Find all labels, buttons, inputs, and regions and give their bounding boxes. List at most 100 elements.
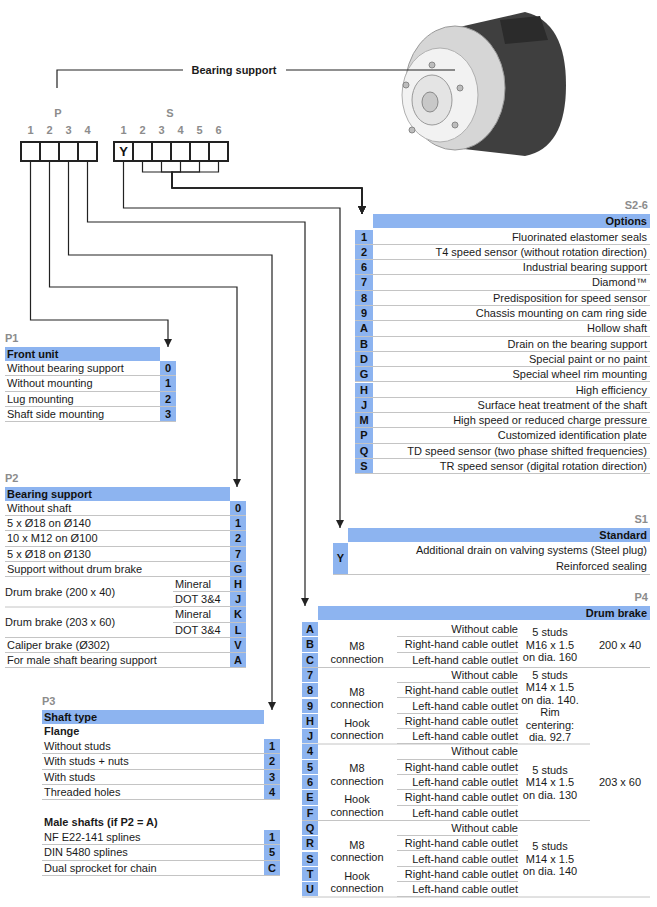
option-row: Dual sprocket for chainC xyxy=(42,861,280,876)
option-text: DOT 3&4 xyxy=(175,592,227,607)
table-code: P1 xyxy=(5,331,18,345)
option-text: Right-hand cable outlet xyxy=(397,637,518,652)
option-code: V xyxy=(230,638,246,652)
bolt-hole xyxy=(457,85,463,91)
option-text: Customized identification plate xyxy=(377,428,647,443)
label-cell: Drum brake (200 x 40) xyxy=(5,577,165,607)
table-cell: 200 x 40 xyxy=(599,639,641,652)
table-code: P2 xyxy=(5,471,18,485)
option-table: P2Bearing supportWithout shaft05 x Ø18 o… xyxy=(5,487,246,668)
option-text: Mineral xyxy=(175,577,227,592)
table-cell: 5 studs M16 x 1.5 on dia. 160 xyxy=(521,626,579,664)
option-row: DSpecial paint or no paint xyxy=(355,352,650,367)
option-row: ERight-hand cable outlet xyxy=(302,790,518,805)
option-text: Without cable xyxy=(397,744,518,759)
option-code: 4 xyxy=(302,744,318,758)
label-cell: Hook connection xyxy=(325,714,389,745)
option-text: Fluorinated elastomer seals xyxy=(377,230,647,245)
position-number: 3 xyxy=(151,123,172,137)
option-text: NF E22-141 splines xyxy=(44,830,261,845)
option-code: C xyxy=(302,653,318,667)
option-code: J xyxy=(302,729,318,743)
table-cell: M8 connection xyxy=(325,640,389,665)
option-code: S xyxy=(355,459,373,473)
position-number: 3 xyxy=(58,123,79,137)
label-cell: 5 studs M14 x 1.5 on dia. 140. Rim cente… xyxy=(521,668,579,745)
option-code: J xyxy=(355,398,373,412)
shaft-center xyxy=(422,92,438,112)
option-row: 1 Fluorinated elastomer seals xyxy=(355,230,650,245)
motor-illustration xyxy=(402,12,566,156)
option-row: With studs3 xyxy=(42,770,280,785)
option-text: Left-hand cable outlet xyxy=(397,653,518,668)
label-cell: P xyxy=(50,106,66,120)
option-text: Support without drum brake xyxy=(7,562,227,577)
table-code: S1 xyxy=(635,512,648,526)
option-row: 8Right-hand cable outlet xyxy=(302,683,518,698)
option-text: High efficiency xyxy=(377,383,647,398)
option-code: 1 xyxy=(160,376,176,390)
group-letter: S xyxy=(166,107,173,120)
option-row: 4 Without cable xyxy=(302,744,518,759)
option-text: 5 x Ø18 on Ø140 xyxy=(7,516,227,531)
leader-arrow xyxy=(50,162,238,487)
table-cell: 5 studs M14 x 1.5 on dia. 140 xyxy=(521,840,579,878)
leader-arrow xyxy=(172,162,362,214)
label-cell: 5 studs M14 x 1.5 on dia. 140 xyxy=(521,821,579,898)
option-text: 10 x M12 on Ø100 xyxy=(7,531,227,546)
option-text: Surface heat treatment of the shaft xyxy=(377,398,647,413)
position-number: 4 xyxy=(77,123,98,137)
option-code: 5 xyxy=(302,760,318,774)
option-code: G xyxy=(230,562,246,576)
table-cell: Hook connection xyxy=(325,793,389,818)
option-text: Without cable xyxy=(397,668,518,683)
position-number: 1 xyxy=(113,123,134,137)
option-row: Without shaft0 xyxy=(5,501,246,516)
code-box: 4 xyxy=(77,141,98,162)
option-code: 0 xyxy=(230,501,246,515)
option-row: YAdditional drain on valving systems (St… xyxy=(333,543,650,575)
code-box: 6 xyxy=(208,141,229,162)
label-cell: Flange xyxy=(44,724,244,739)
option-row: Without bearing support0 xyxy=(5,361,176,376)
option-text: TR speed sensor (digital rotation direct… xyxy=(377,459,647,474)
option-code: F xyxy=(302,806,318,820)
option-row: 5 x Ø18 on Ø1307 xyxy=(5,547,246,562)
option-code: H xyxy=(230,577,246,591)
option-row: HRight-hand cable outlet xyxy=(302,714,518,729)
leader-arrow xyxy=(88,162,306,606)
option-code: 6 xyxy=(302,775,318,789)
label-cell: 200 x 40 xyxy=(590,622,650,668)
label-cell: M8 connection xyxy=(325,637,389,668)
option-code: 2 xyxy=(160,392,176,406)
option-text: 5 x Ø18 on Ø130 xyxy=(7,547,227,562)
label-cell: Bearing support xyxy=(186,62,282,78)
option-code: D xyxy=(355,352,373,366)
option-row: For male shaft bearing supportA xyxy=(5,653,246,668)
table-cell: Hook connection xyxy=(325,870,389,895)
option-row: 5 x Ø18 on Ø1401 xyxy=(5,516,246,531)
option-text: Left-hand cable outlet xyxy=(397,699,518,714)
bolt-hole xyxy=(452,122,458,128)
table-header: Shaft type xyxy=(42,710,264,724)
option-row: PCustomized identification plate xyxy=(355,428,650,443)
option-code: 1 xyxy=(230,516,246,530)
option-text: Without cable xyxy=(397,622,518,637)
table-code: P4 xyxy=(635,590,648,604)
table-cell: 203 x 60 xyxy=(599,776,641,789)
table-subheader: Flange xyxy=(44,725,79,738)
option-row: With studs + nuts2 xyxy=(42,754,280,769)
label-cell: Male shafts (if P2 = A) xyxy=(44,815,259,830)
option-row: Support without drum brakeG xyxy=(5,562,246,577)
label-cell: S xyxy=(162,106,178,120)
leader-arrow xyxy=(172,162,362,214)
label-cell: M8 connection xyxy=(325,683,389,714)
option-code: C xyxy=(264,861,280,875)
table-cell: M8 connection xyxy=(325,762,389,787)
option-code: U xyxy=(302,882,318,896)
option-text: Left-hand cable outlet xyxy=(397,729,518,744)
option-code: 1 xyxy=(355,230,373,244)
code-box: 1Y xyxy=(113,141,134,162)
code-box: 2 xyxy=(39,141,60,162)
option-row: 10 x M12 on Ø1002 xyxy=(5,531,246,546)
